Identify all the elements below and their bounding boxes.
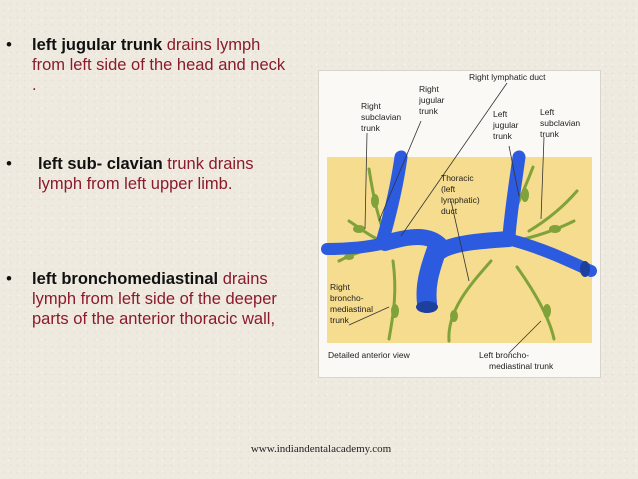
thoracic-duct-vessel	[447, 259, 493, 343]
bullet-marker: •	[6, 154, 12, 173]
lymph-nodes	[344, 188, 561, 322]
label-left-subclavian-trunk-1: Left	[540, 107, 555, 117]
bullet-term: left sub- clavian	[38, 155, 163, 173]
label-right-subclavian-trunk-2: subclavian	[361, 112, 401, 122]
bullet-description: trunk drains lymph from left upper limb.	[38, 155, 254, 193]
label-right-lymphatic-duct: Right lymphatic duct	[469, 72, 546, 82]
right-bronchomediastinal-vessel	[387, 259, 397, 341]
left-internal-jugular-vein	[502, 150, 526, 243]
bullet-text: left sub- clavian trunk drains lymph fro…	[38, 154, 300, 194]
bullet-term: left jugular trunk	[32, 36, 163, 54]
label-thoracic-duct-1: Thoracic	[441, 173, 474, 183]
bullet-left-jugular-trunk: • left jugular trunk drains lymph from l…	[6, 35, 296, 97]
label-right-bronchomediastinal-4: trunk	[330, 315, 350, 325]
lymph-branch	[527, 189, 579, 233]
bullet-marker: •	[6, 269, 12, 288]
subclavian-opening	[580, 261, 590, 277]
superior-vena-cava	[416, 239, 447, 313]
label-left-bronchomediastinal-1: Left broncho-	[479, 350, 529, 360]
label-left-subclavian-trunk-2: subclavian	[540, 118, 580, 128]
label-thoracic-duct-4: duct	[441, 206, 458, 216]
label-left-jugular-trunk-2: jugular	[492, 120, 519, 130]
bullet-description: drains lymph from left side of the deepe…	[32, 270, 277, 328]
label-right-jugular-trunk-3: trunk	[419, 106, 439, 116]
label-right-subclavian-trunk-1: Right	[361, 101, 381, 111]
lymphatic-ducts-figure: Right lymphatic duct Right jugular trunk…	[318, 70, 601, 378]
bullet-description: drains lymph from left side of the head …	[32, 36, 286, 94]
label-right-jugular-trunk-1: Right	[419, 84, 439, 94]
label-left-subclavian-trunk-3: trunk	[540, 129, 560, 139]
bullet-text: left bronchomediastinal drains lymph fro…	[32, 269, 294, 329]
left-bronchomediastinal-vessel	[515, 265, 556, 341]
label-thoracic-duct-2: (left	[441, 184, 456, 194]
label-thoracic-duct-3: lymphatic)	[441, 195, 480, 205]
label-detailed-anterior-view: Detailed anterior view	[328, 350, 411, 360]
right-internal-jugular-vein	[376, 150, 408, 246]
bullet-term: left bronchomediastinal	[32, 270, 219, 288]
leader-lines	[348, 82, 545, 354]
label-left-jugular-trunk-1: Left	[493, 109, 508, 119]
vena-cava-opening	[416, 301, 438, 313]
bullet-text: left jugular trunk drains lymph from lef…	[32, 35, 294, 95]
footer-url: www.indiandentalacademy.com	[250, 443, 392, 455]
bullet-left-subclavian: • left sub- clavian trunk drains lymph f…	[6, 154, 296, 216]
figure-labels: Right lymphatic duct Right jugular trunk…	[328, 72, 580, 371]
anatomy-illustration: Right lymphatic duct Right jugular trunk…	[321, 72, 597, 371]
right-subclavian-vein	[321, 237, 391, 255]
label-right-jugular-trunk-2: jugular	[418, 95, 445, 105]
label-right-bronchomediastinal-3: mediastinal	[330, 304, 373, 314]
label-left-jugular-trunk-3: trunk	[493, 131, 513, 141]
label-right-bronchomediastinal-2: broncho-	[330, 293, 364, 303]
bullet-marker: •	[6, 35, 12, 54]
label-right-bronchomediastinal-1: Right	[330, 282, 350, 292]
footer-website: www.indiandentalacademy.com	[0, 443, 638, 455]
label-right-subclavian-trunk-3: trunk	[361, 123, 381, 133]
label-left-bronchomediastinal-2: mediastinal trunk	[489, 361, 554, 371]
bullet-left-bronchomediastinal: • left bronchomediastinal drains lymph f…	[6, 269, 296, 379]
